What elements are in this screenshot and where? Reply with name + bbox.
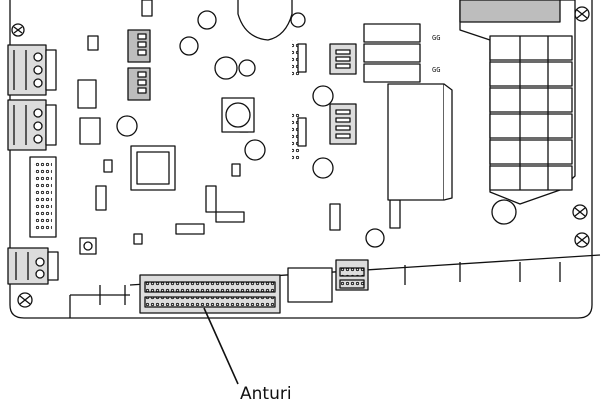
relay-small	[363, 43, 421, 63]
pin-row-vertical	[292, 112, 307, 160]
smd-part	[389, 199, 401, 229]
connector-small-right	[335, 259, 369, 291]
terminal-block-left-middle	[7, 99, 57, 151]
capacitor	[365, 228, 385, 248]
capacitor	[244, 139, 266, 161]
smd-part	[215, 211, 245, 223]
smd-part	[133, 233, 143, 245]
smd-part	[231, 163, 241, 177]
relay-small	[363, 63, 421, 83]
capacitor	[214, 56, 238, 80]
capacitor	[238, 59, 256, 77]
terminal-block-left-top	[7, 44, 57, 96]
mounting-screw-bottom-left	[17, 292, 33, 308]
dip-switch-bottom	[127, 67, 151, 101]
capacitor	[197, 10, 217, 30]
capacitor	[312, 157, 334, 179]
callout-label-sensor: Anturi	[240, 384, 292, 404]
component-marking: GG	[432, 66, 440, 74]
connector-4pin-bottom	[329, 103, 357, 145]
smd-part	[87, 35, 99, 51]
component-marking: GG	[432, 34, 440, 42]
pin-header-vertical	[29, 156, 57, 238]
board-outline	[9, 0, 593, 319]
terminal-block-left-bottom	[7, 247, 59, 285]
smd-part	[79, 117, 101, 145]
capacitor	[491, 199, 517, 225]
smd-part	[175, 223, 205, 235]
callout-leader-line	[203, 307, 239, 385]
smd-part	[205, 185, 217, 213]
capacitor	[179, 36, 199, 56]
microcontroller-chip	[130, 145, 176, 191]
capacitor	[312, 85, 334, 107]
mounting-screw-left	[11, 23, 25, 37]
sensor-connector-strip	[139, 274, 281, 314]
terminal-bank-right	[459, 0, 576, 205]
capacitor-square	[221, 97, 255, 133]
smd-part	[329, 203, 341, 231]
smd-part	[103, 159, 113, 173]
mounting-screw-top-right	[574, 6, 590, 22]
capacitor-large	[237, 0, 293, 41]
capacitor	[290, 12, 306, 28]
connector-4pin-top	[329, 43, 357, 75]
mounting-screw-mid-right	[572, 204, 588, 220]
relay-small	[363, 23, 421, 43]
dip-switch-top	[127, 29, 151, 63]
capacitor	[116, 115, 138, 137]
mounting-screw-bottom-right	[574, 232, 590, 248]
smd-part	[95, 185, 107, 211]
pin-row-vertical	[292, 40, 307, 76]
connector-housing	[287, 267, 333, 303]
relay-large	[387, 83, 453, 201]
push-button	[79, 237, 97, 255]
smd-part	[77, 79, 97, 109]
smd-part	[141, 0, 153, 17]
